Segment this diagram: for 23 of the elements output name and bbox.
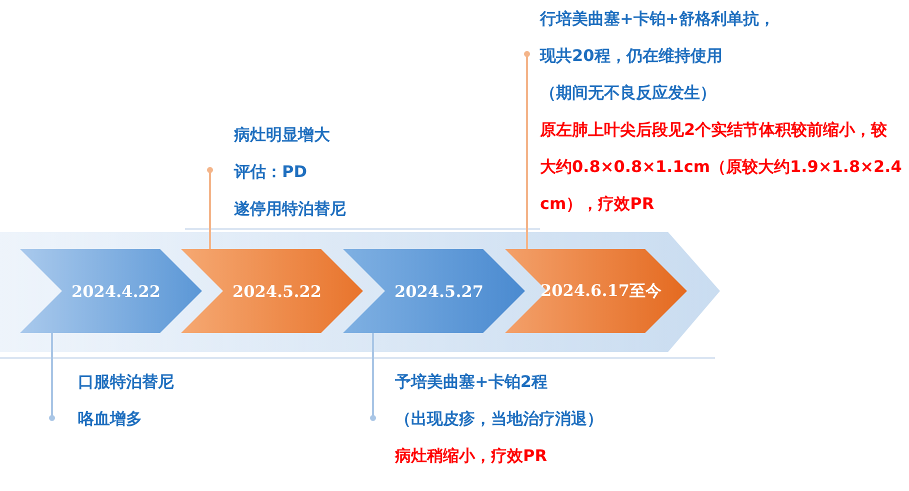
leader-line [207,167,213,249]
note-text: 病灶稍缩小，疗效PR [395,445,548,467]
note-text: 评估：PD [234,161,308,183]
note-text: 现共20程，仍在维持使用 [540,45,724,67]
chevron-step [181,249,363,333]
leader-line [524,51,530,249]
leader-line [49,333,55,421]
note-text: （出现皮疹，当地治疗消退） [395,408,604,430]
note-text: 行培美曲塞+卡铂+舒格利单抗， [540,8,776,30]
chevron-step [20,249,202,333]
leader-line [370,333,376,421]
note-text: （期间无不良反应发生） [540,82,717,104]
note-text: 原左肺上叶尖后段见2个实结节体积较前缩小，较大约0.8×0.8×1.1cm（原较大约1.9×1.8×2.4cm），疗效PR [540,119,902,215]
note-text: 遂停用特泊替尼 [234,198,347,220]
date-label: 2024.4.22 [70,280,162,302]
note-text: 口服特泊替尼 [78,371,175,393]
chevron-step [343,249,525,333]
note-text: 病灶明显增大 [234,124,331,146]
note-text: 予培美曲塞+卡铂2程 [395,371,549,393]
date-label: 2024.5.22 [231,280,323,302]
date-label: 2024.5.27 [393,280,485,302]
chevron-step [505,249,687,333]
note-text: 咯血增多 [78,408,143,430]
